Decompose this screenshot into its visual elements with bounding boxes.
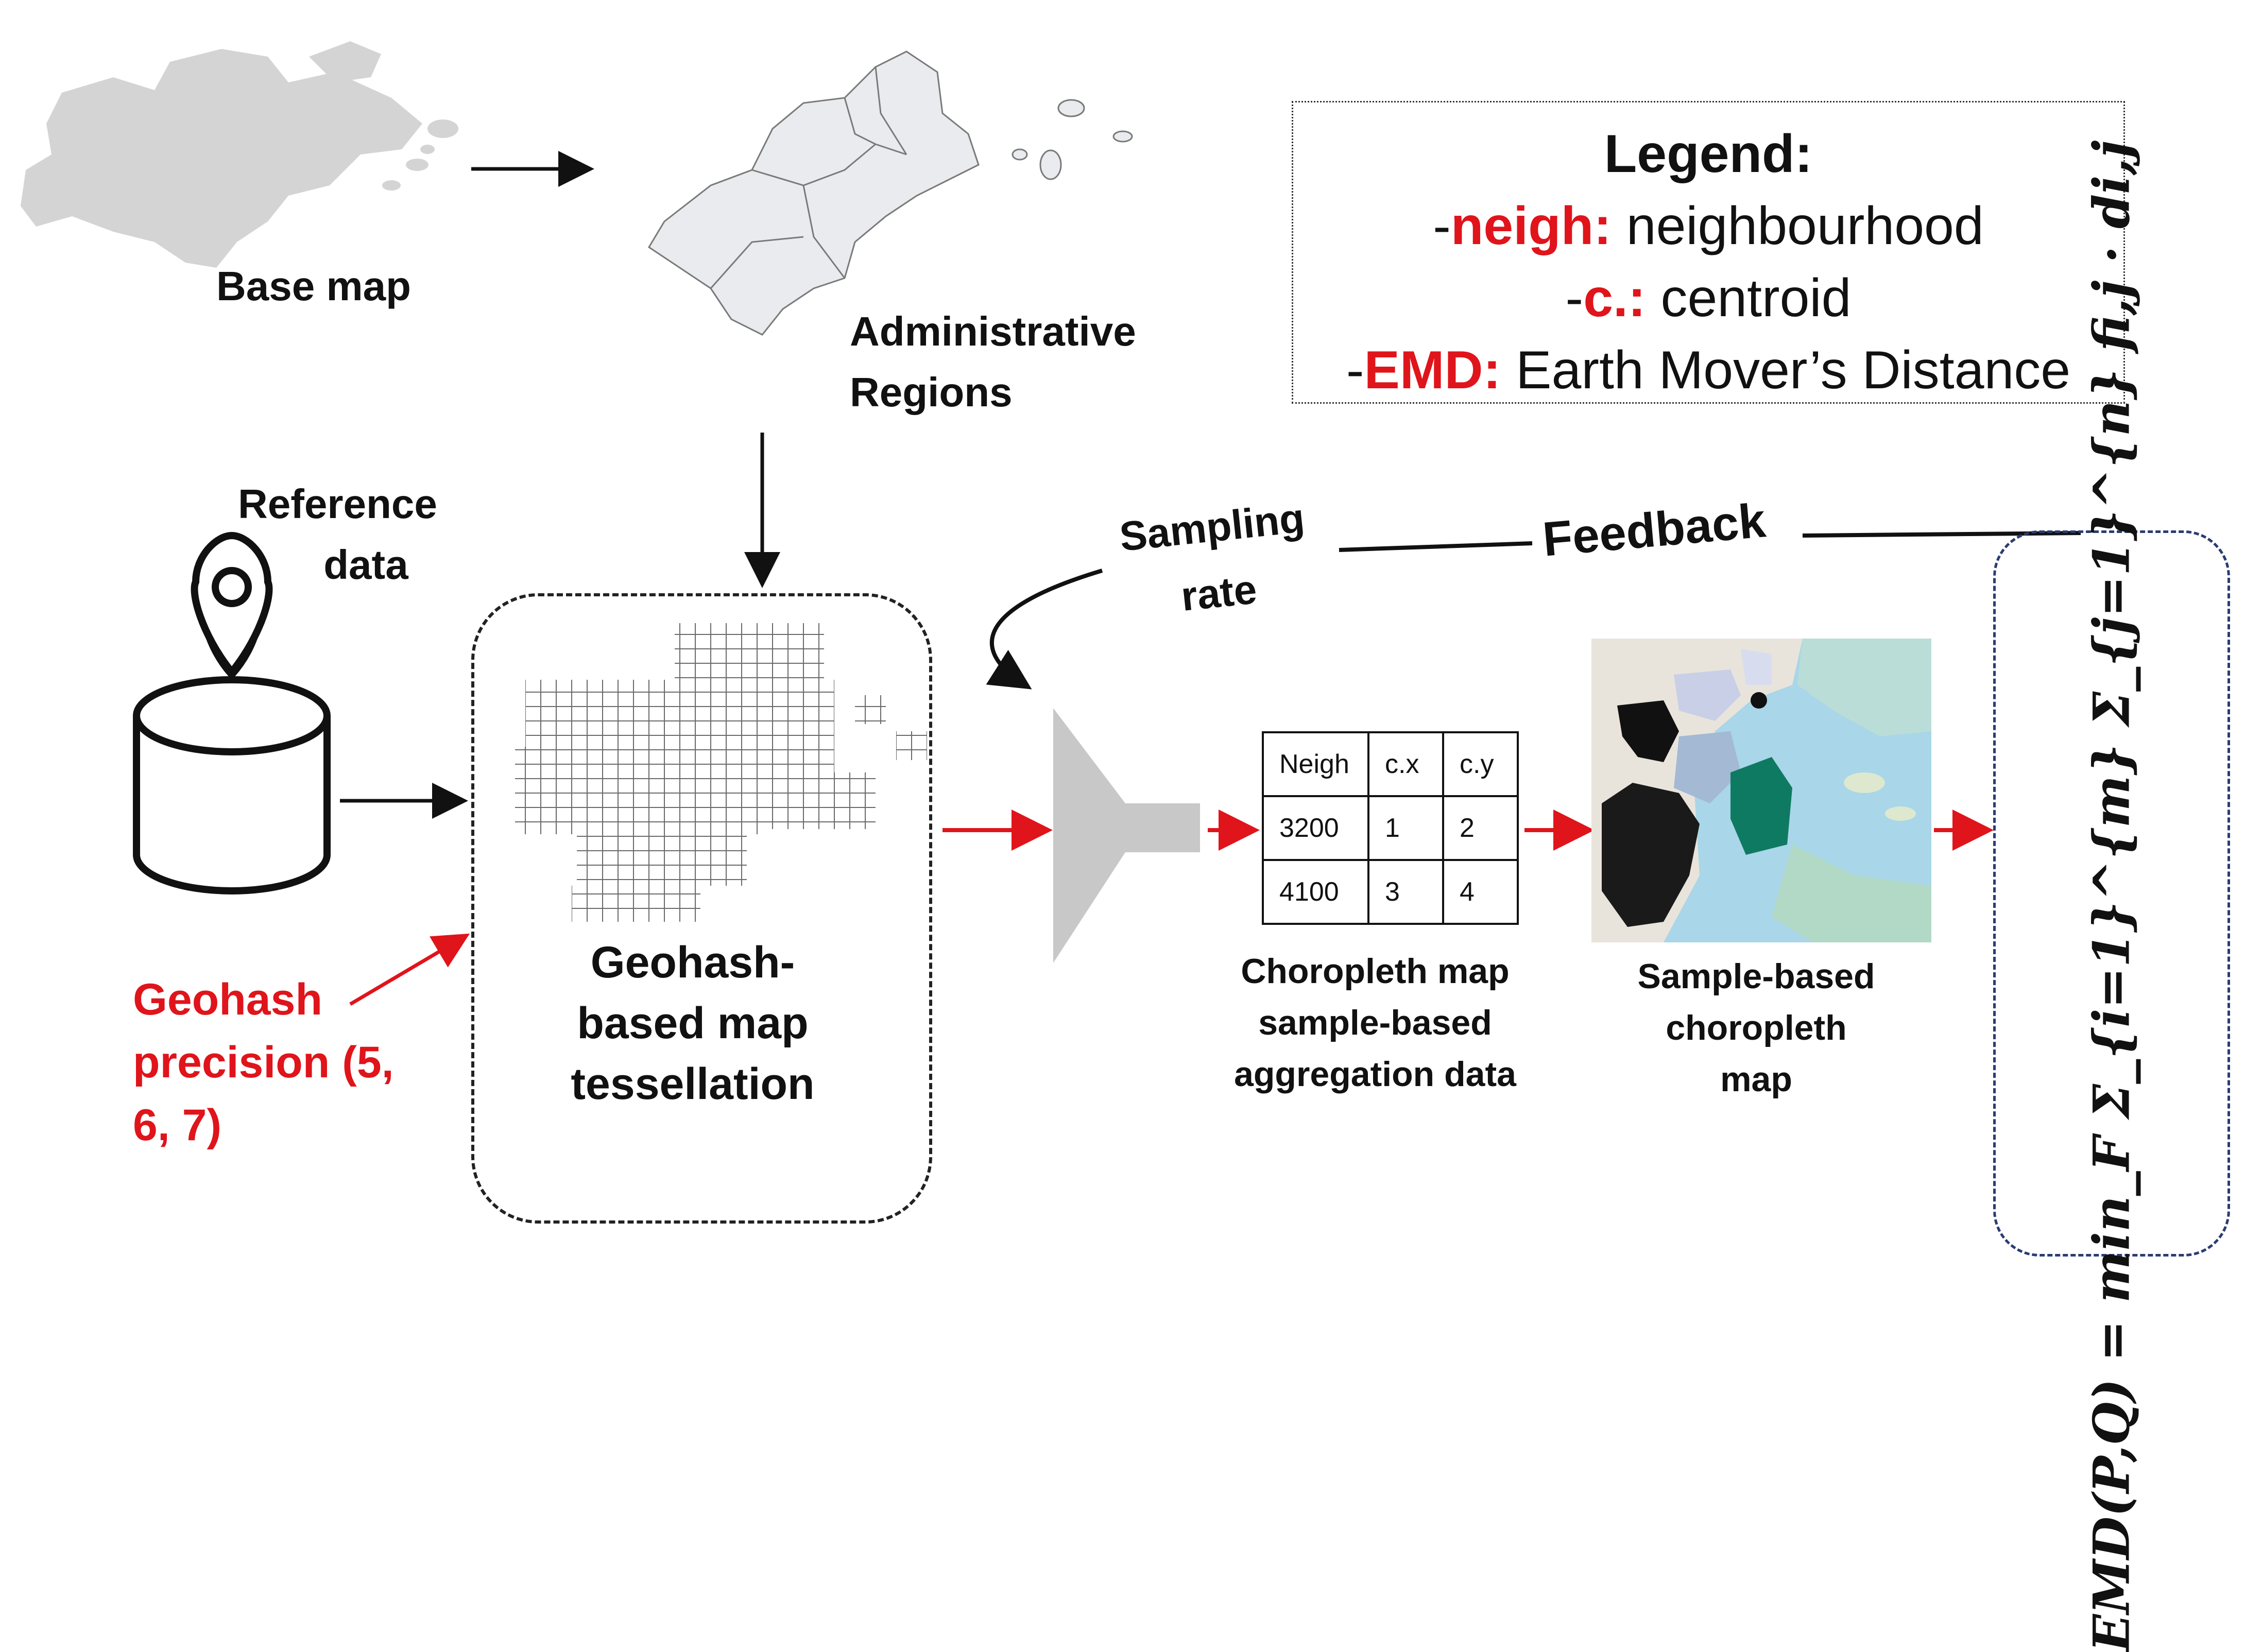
legend-desc-neigh: neighbourhood [1611, 196, 1984, 256]
admin-regions-line2: Regions [850, 369, 1013, 415]
legend-title: Legend: [1604, 124, 1813, 184]
table-header-cell: Neigh [1262, 731, 1369, 797]
choropleth-map-image [1591, 639, 1931, 942]
table-cell: 1 [1367, 795, 1444, 861]
emd-equation-box [1993, 530, 2230, 1257]
reference-line1: Reference [238, 481, 437, 527]
tessellation-box [471, 593, 932, 1224]
sample-map-line1: Sample-based [1637, 957, 1875, 996]
legend-key-neigh: neigh: [1450, 196, 1612, 256]
reference-line2: data [323, 542, 408, 588]
legend-desc-centroid: centroid [1646, 268, 1852, 328]
choro-data-line1: Choropleth map [1241, 952, 1510, 991]
tess-line1: Geohash- [590, 938, 795, 987]
legend-desc-emd: Earth Mover’s Distance [1501, 340, 2071, 400]
legend-prefix: - [1433, 196, 1451, 256]
table-row: 3200 1 2 [1262, 795, 1519, 861]
table-cell: 3200 [1262, 795, 1369, 861]
admin-regions-line1: Administrative [850, 308, 1136, 354]
choropleth-data-label: Choropleth map sample-based aggregation … [1221, 945, 1530, 1100]
precision-line2: precision (5, [133, 1038, 394, 1087]
tess-line2: based map [577, 999, 809, 1048]
sample-map-label: Sample-based choropleth map [1586, 951, 1926, 1105]
table-cell: 4100 [1262, 859, 1369, 925]
arrow-precision [349, 933, 470, 1006]
location-pin-icon [191, 531, 273, 680]
reference-data-label: Reference data [238, 474, 437, 595]
table-row: 4100 3 4 [1262, 859, 1519, 925]
legend-prefix: - [1565, 268, 1584, 328]
diagram-canvas [21, 41, 2081, 1006]
base-map-label: Base map [216, 263, 411, 309]
feedback-line-left [1339, 541, 1533, 552]
table-cell: 2 [1442, 795, 1519, 861]
admin-regions-label: Administrative Regions [850, 301, 1136, 423]
choro-data-line2: sample-based [1258, 1003, 1492, 1042]
legend-key-emd: EMD: [1364, 340, 1501, 400]
base-map-shape [21, 41, 458, 268]
aggregation-table: Neigh c.x c.y 3200 1 2 4100 3 4 [1262, 731, 1519, 925]
table-header-row: Neigh c.x c.y [1262, 731, 1519, 797]
sample-map-line2: choropleth [1666, 1008, 1847, 1047]
admin-regions-shape [647, 50, 1133, 336]
table-cell: 4 [1442, 859, 1519, 925]
precision-line3: 6, 7) [133, 1100, 222, 1150]
sampling-rate-arrow [986, 569, 1103, 690]
precision-label: Geohash precision (5, 6, 7) [133, 968, 394, 1157]
sampling-rate-label: Sampling rate [1117, 485, 1315, 635]
geohash-grid [515, 623, 927, 922]
table-header-cell: c.y [1442, 731, 1519, 797]
precision-line1: Geohash [133, 975, 322, 1024]
choro-data-line3: aggregation data [1234, 1055, 1516, 1094]
sampling-funnel [1053, 708, 1200, 963]
legend-item-neigh: -neigh: neighbourhood [1293, 190, 2123, 262]
emd-equation: EMD(P,Q) = min_F Σ_{i=1}^{m} Σ_{j=1}^{n}… [2082, 140, 2141, 1652]
table-header-cell: c.x [1367, 731, 1444, 797]
legend-box: Legend: -neigh: neighbourhood -c.: centr… [1292, 101, 2125, 404]
database-icon [133, 676, 331, 894]
sample-map-line3: map [1720, 1060, 1792, 1099]
tess-line3: tessellation [571, 1059, 815, 1109]
legend-item-emd: -EMD: Earth Mover’s Distance [1293, 334, 2123, 406]
tessellation-label: Geohash- based map tessellation [569, 932, 816, 1114]
legend-key-centroid: c.: [1583, 268, 1646, 328]
table-cell: 3 [1367, 859, 1444, 925]
legend-item-centroid: -c.: centroid [1293, 262, 2123, 334]
legend-prefix: - [1346, 340, 1364, 400]
